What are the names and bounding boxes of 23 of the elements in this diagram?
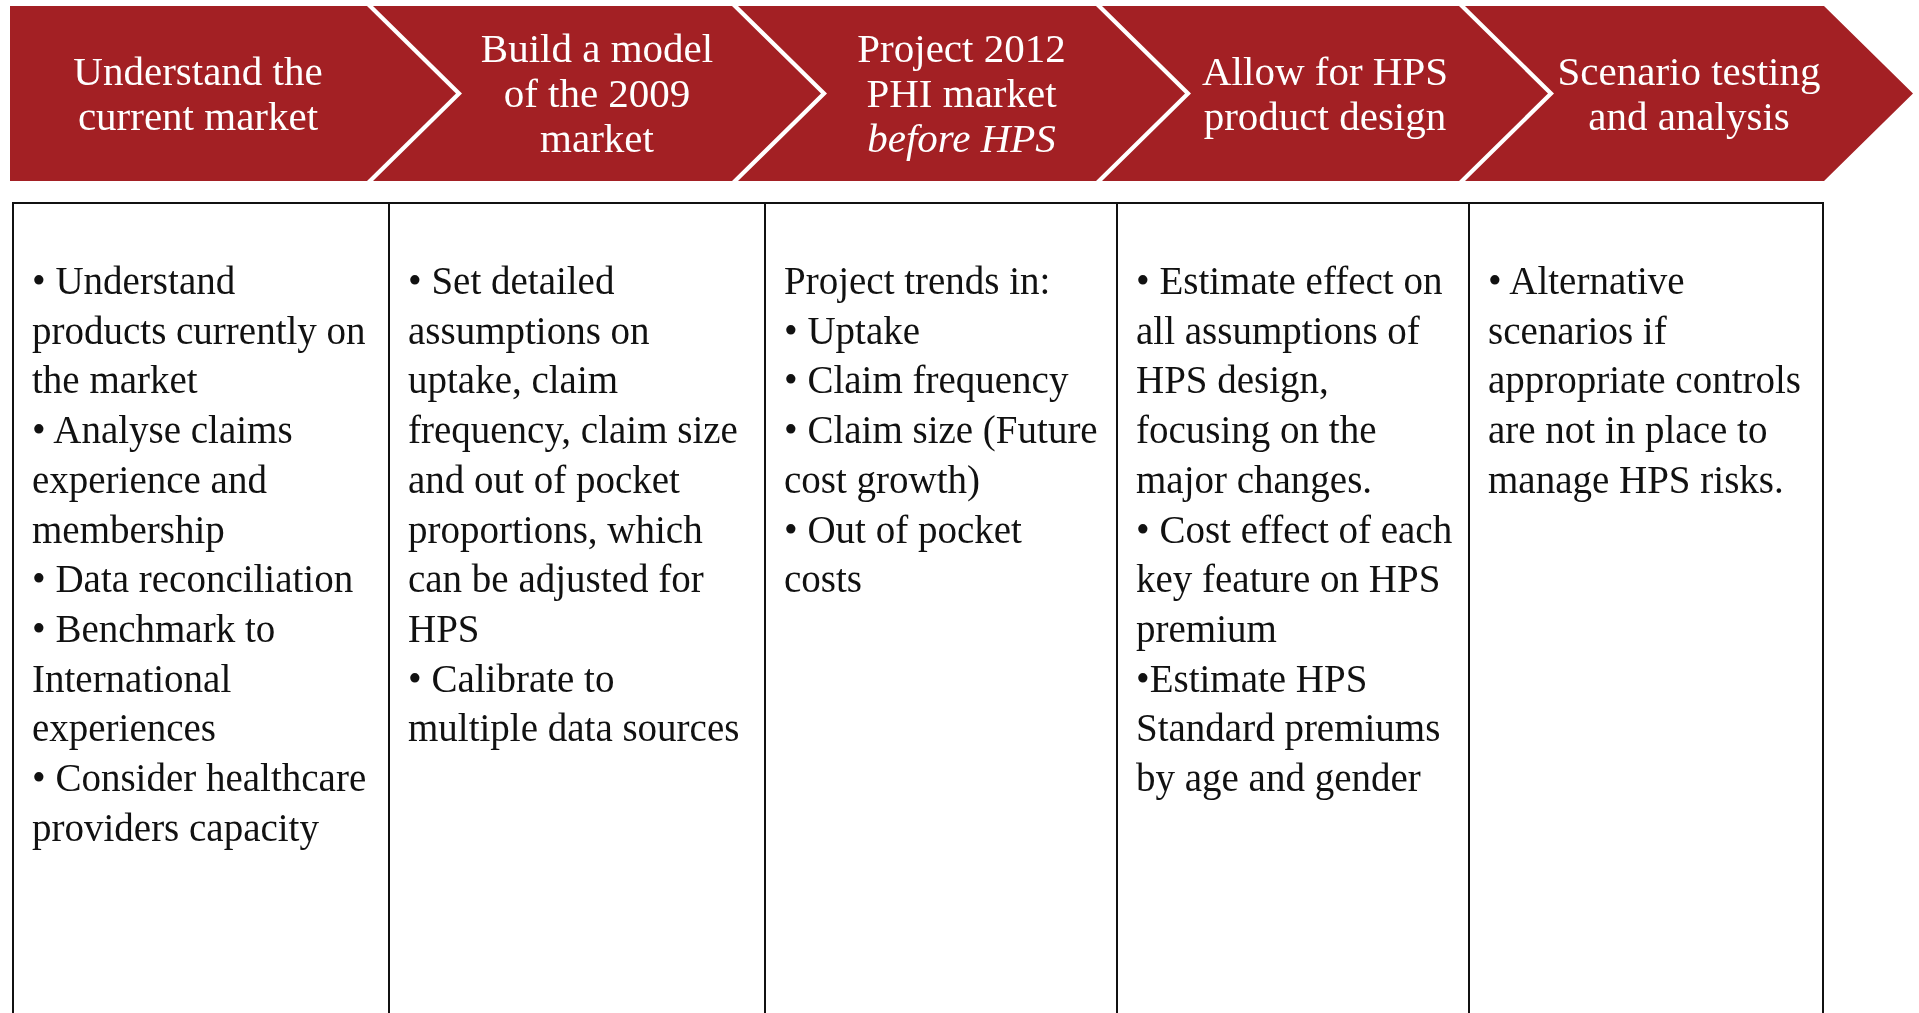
bullet-text: • Claim frequency xyxy=(784,357,1070,404)
bullet-text: • Consider healthcare providers capacity xyxy=(32,755,368,852)
step-title: Project 2012 PHI market before HPS xyxy=(856,26,1067,161)
bullet-text: • Estimate effect on all assumptions of HPS design, focusing on the major changes. xyxy=(1136,258,1444,504)
bullet-text: Project trends in: xyxy=(784,258,1052,305)
bullet-text: • Calibrate to multiple data sources xyxy=(408,655,741,752)
bullet-text: • Claim size (Future cost growth) xyxy=(784,407,1099,504)
step-title: Allow for HPS product design xyxy=(1201,48,1449,139)
column-box xyxy=(12,202,390,1013)
bullet-text: • Set detailed assumptions on uptake, claim frequency, claim size and out of pocket proportions, which can be adjusted for HPS xyxy=(408,258,739,652)
step-title: Build a model of the 2009 market xyxy=(479,26,715,161)
bullet-text: • Cost effect of each key feature on HPS premium xyxy=(1136,506,1454,653)
bullet-text: •Estimate HPS Standard premiums by age and gender xyxy=(1136,655,1442,802)
bullet-text: • Benchmark to International experiences xyxy=(32,605,277,752)
bullet-text: • Out of pocket costs xyxy=(784,506,1023,603)
column-box xyxy=(1468,202,1824,1013)
bullet-text: • Analyse claims experience and membership xyxy=(32,407,294,554)
bullet-text: • Data reconciliation xyxy=(32,556,355,603)
bullet-text: • Uptake xyxy=(784,307,922,355)
step-title: Scenario testing and analysis xyxy=(1556,48,1822,139)
step-title: Understand the current market xyxy=(72,48,324,139)
bullet-text: • Alternative scenarios if appropriate controls are not in place to manage HPS risks. xyxy=(1488,258,1802,504)
bullet-text: • Understand products currently on the market xyxy=(32,258,367,404)
